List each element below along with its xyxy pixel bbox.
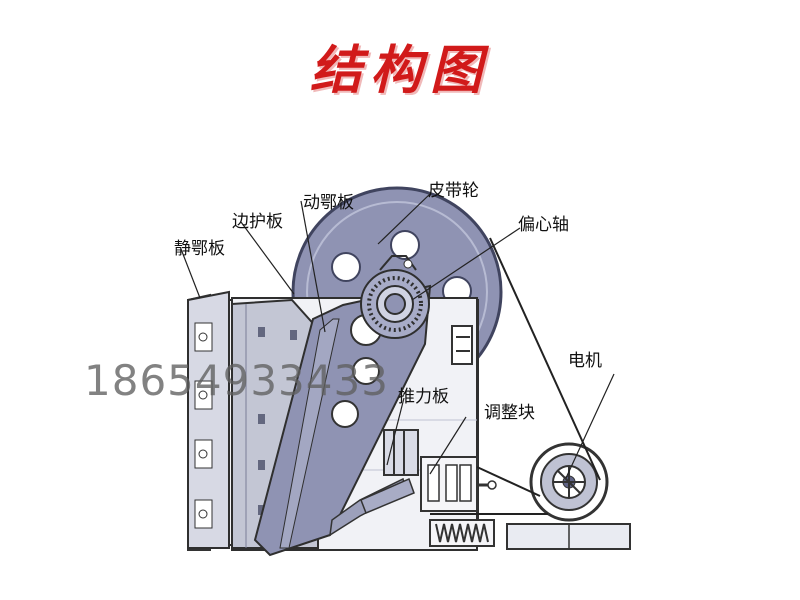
label-side-guard: 边护板 [232, 212, 283, 232]
drive-belt [430, 237, 601, 515]
phone-watermark: 18654933433 [84, 356, 389, 405]
motor [506, 442, 631, 550]
label-toggle-plate: 推力板 [398, 387, 449, 407]
tension-spring [429, 519, 495, 547]
label-eccentric-shaft: 偏心轴 [518, 215, 569, 235]
label-moving-jaw: 动鄂板 [303, 193, 354, 213]
label-adjustment-block: 调整块 [484, 403, 535, 423]
label-fixed-jaw: 静鄂板 [174, 239, 225, 259]
eccentric-shaft [360, 255, 430, 339]
right-bracket [451, 325, 473, 365]
adjustment-block [420, 456, 497, 512]
label-pulley: 皮带轮 [428, 181, 479, 201]
label-motor: 电机 [568, 351, 602, 371]
fixed-jaw-plate [187, 290, 230, 549]
page-title: 结构图 [309, 40, 490, 101]
annotation-lines [180, 192, 615, 479]
